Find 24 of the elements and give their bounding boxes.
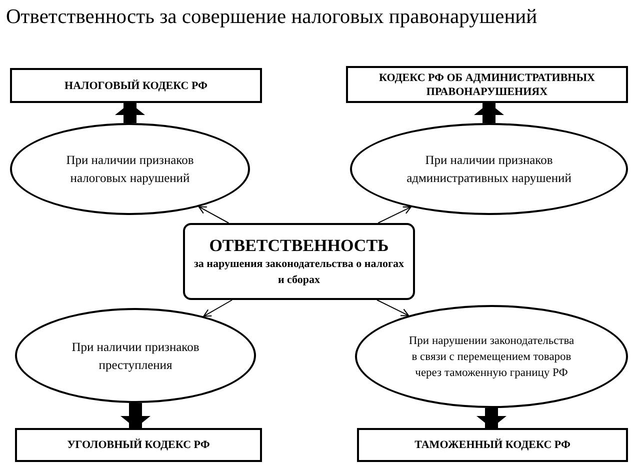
central-box bbox=[183, 223, 415, 300]
arrow bbox=[378, 206, 412, 224]
arrow bbox=[203, 300, 233, 317]
node-text: При наличии признаков налоговых нарушений bbox=[65, 152, 195, 187]
block-arrow bbox=[120, 403, 150, 428]
title: Ответственность за совершение налоговых правонарушений bbox=[6, 5, 538, 30]
block-arrow bbox=[474, 103, 504, 123]
code-box bbox=[357, 428, 628, 462]
heading: ОТВЕТСТВЕННОСТЬ bbox=[209, 236, 389, 256]
block-arrow bbox=[115, 103, 145, 123]
code-box bbox=[10, 68, 262, 103]
code-box bbox=[15, 428, 262, 462]
arrow bbox=[198, 206, 230, 224]
node-text: КОДЕКС РФ ОБ АДМИНИСТРАТИВНЫХ ПРАВОНАРУШЕНИЯХ bbox=[378, 70, 596, 98]
block-arrow bbox=[476, 408, 506, 428]
arrow bbox=[376, 300, 410, 316]
node-text: При наличии признаков преступления bbox=[70, 338, 200, 374]
node-text: ТАМОЖЕННЫЙ КОДЕКС РФ bbox=[414, 438, 572, 452]
node-text: НАЛОГОВЫЙ КОДЕКС РФ bbox=[64, 78, 208, 92]
node-text: При нарушении законодательства в связи с перемещением товаров через таможенную границу РФ bbox=[408, 334, 576, 380]
node-text: При наличии признаков административных нарушений bbox=[406, 152, 572, 187]
code-box bbox=[346, 66, 628, 103]
node-text: за нарушения законодательства о налогах и сборах bbox=[192, 256, 406, 288]
node-text: УГОЛОВНЫЙ КОДЕКС РФ bbox=[66, 438, 211, 452]
